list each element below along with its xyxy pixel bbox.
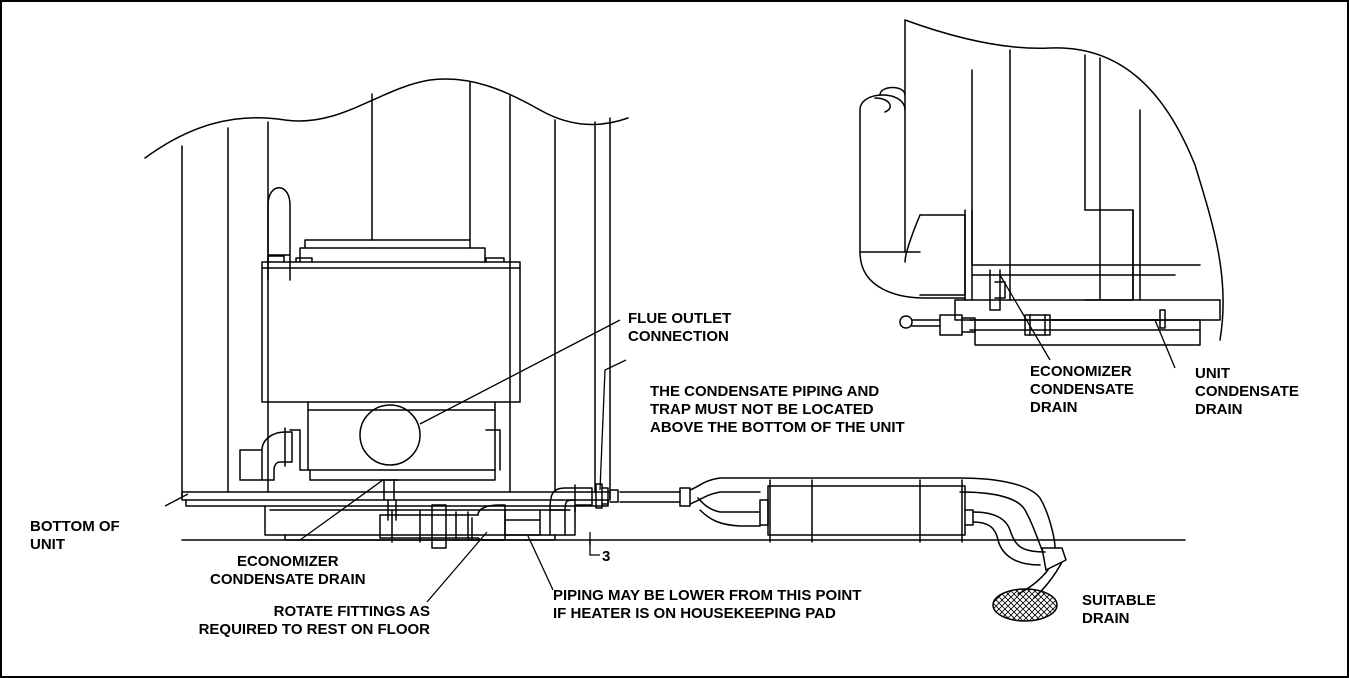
bottom-of-unit-label: BOTTOM OF UNIT [30, 518, 120, 553]
dimension-label: 3 [602, 548, 611, 565]
condensate-note-label: THE CONDENSATE PIPING AND TRAP MUST NOT … [650, 383, 905, 436]
heater-unit [144, 78, 629, 541]
flue-outlet-label: FLUE OUTLET CONNECTION [628, 310, 732, 345]
piping-lower-label: PIPING MAY BE LOWER FROM THIS POINT IF H… [553, 587, 862, 622]
suitable-drain-label: SUITABLE DRAIN [1082, 592, 1156, 627]
inset-unit-view [859, 19, 1224, 346]
economizer-drain-label: ECONOMIZER CONDENSATE DRAIN [210, 553, 366, 588]
drain-grate [992, 588, 1058, 622]
dimension-marker [589, 540, 600, 556]
rotate-fittings-label: ROTATE FITTINGS AS REQUIRED TO REST ON F… [198, 603, 430, 638]
leader-lines [164, 274, 1176, 603]
condensate-piping [181, 477, 1186, 599]
unit-condensate-drain-label: UNIT CONDENSATE DRAIN [1195, 365, 1299, 418]
inset-economizer-drain-label: ECONOMIZER CONDENSATE DRAIN [1030, 363, 1134, 416]
